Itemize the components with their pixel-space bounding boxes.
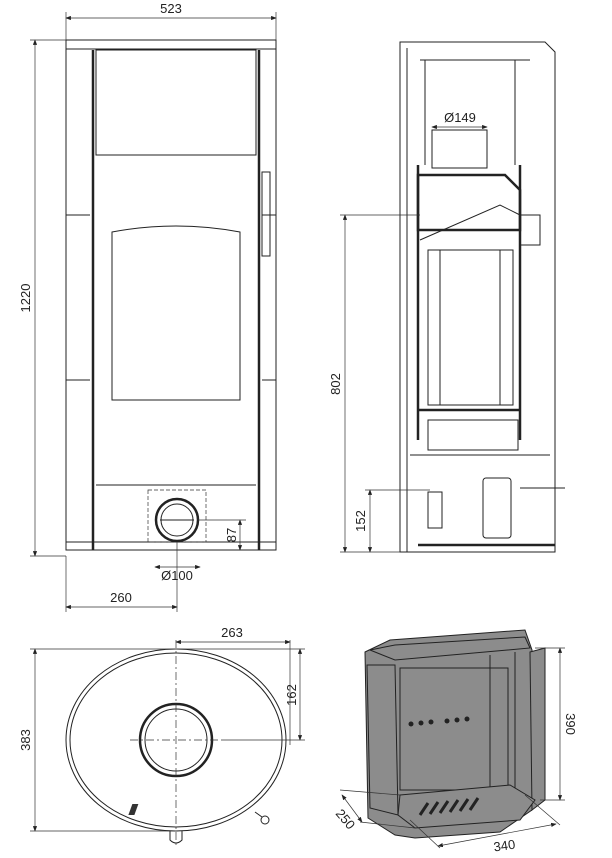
dim-width: 523 [160, 1, 182, 16]
dim-height: 1220 [18, 284, 33, 313]
dim-flue-offset: 260 [110, 590, 132, 605]
door-glass [111, 225, 241, 401]
top-dimensions: 263 162 383 [18, 625, 305, 832]
dim-air-inlet-height: 152 [353, 510, 368, 532]
air-holes [408, 716, 470, 727]
dim-top-flue-diameter: Ø149 [444, 110, 476, 125]
top-view [65, 640, 287, 845]
dim-flue-center-height: 802 [328, 373, 343, 395]
front-dimensions: 523 1220 Ø100 87 260 [18, 1, 277, 612]
door-handle [261, 171, 271, 257]
dim-flue-height: 87 [224, 528, 239, 542]
dim-firebox-width: 340 [493, 837, 517, 855]
dim-firebox-depth: 250 [333, 806, 358, 832]
dim-firebox-height: 390 [563, 713, 578, 735]
dim-depth: 383 [18, 729, 33, 751]
side-dimensions: Ø149 802 152 [328, 110, 488, 553]
front-view [65, 39, 277, 551]
firebox-view [128, 629, 546, 839]
grate [128, 804, 139, 815]
side-view [399, 41, 565, 553]
dim-top-offset-y: 162 [284, 684, 299, 706]
dim-top-offset-x: 263 [221, 625, 243, 640]
